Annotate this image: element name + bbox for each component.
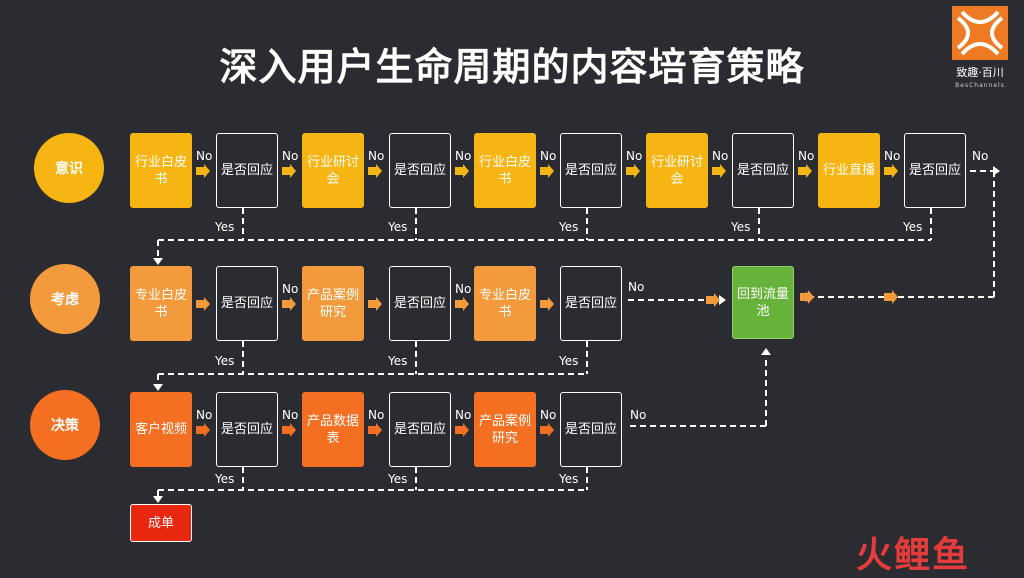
decision-box: 是否回应 (389, 392, 451, 467)
content-box: 行业白皮书 (130, 133, 192, 208)
flow-arrow-icon (540, 423, 554, 437)
no-label: No (540, 149, 557, 163)
arrow-down-icon (153, 384, 163, 391)
no-label: No (628, 280, 645, 294)
flow-arrow-icon (196, 423, 210, 437)
decision-box: 是否回应 (904, 133, 966, 208)
flow-arrow-icon (706, 293, 720, 307)
content-box: 专业白皮书 (130, 266, 192, 341)
logo-subtitle: BesChannels (955, 82, 1005, 89)
arrow-right-icon (719, 295, 726, 305)
content-box: 产品案例研究 (302, 266, 364, 341)
no-label: No (630, 408, 647, 422)
yes-label: Yes (559, 472, 579, 486)
no-label: No (798, 149, 815, 163)
content-box: 产品数据表 (302, 392, 364, 467)
flow-arrow-icon (798, 164, 812, 178)
no-label: No (196, 149, 213, 163)
stage-decision: 决策 (30, 390, 100, 460)
content-box: 行业研讨会 (646, 133, 708, 208)
watermark: 火鲤鱼 (856, 535, 971, 576)
no-label: No (455, 408, 472, 422)
yes-label: Yes (731, 220, 751, 234)
stage-consideration: 考虑 (30, 264, 100, 334)
flow-arrow-icon (884, 164, 898, 178)
decision-box: 是否回应 (560, 266, 622, 341)
logo-name: 致趣·百川 (956, 66, 1004, 79)
decision-box: 是否回应 (732, 133, 794, 208)
decision-box: 是否回应 (389, 266, 451, 341)
flow-arrow-icon (282, 297, 296, 311)
traffic-pool-box: 回到流量池 (732, 266, 794, 339)
flow-arrow-icon (282, 164, 296, 178)
flow-arrow-icon (455, 164, 469, 178)
decision-box: 是否回应 (389, 133, 451, 208)
content-box: 行业研讨会 (302, 133, 364, 208)
flow-arrow-icon (712, 164, 726, 178)
no-label: No (540, 408, 557, 422)
decision-box: 是否回应 (216, 392, 278, 467)
no-label: No (196, 408, 213, 422)
flow-arrow-icon (196, 297, 210, 311)
no-label: No (282, 149, 299, 163)
no-label: No (282, 408, 299, 422)
no-label: No (712, 149, 729, 163)
flow-arrow-icon (368, 297, 382, 311)
arrow-down-icon (153, 496, 163, 503)
yes-label: Yes (215, 220, 235, 234)
flow-arrow-icon (800, 290, 814, 304)
no-label: No (884, 149, 901, 163)
decision-box: 是否回应 (560, 133, 622, 208)
arrow-up-icon (761, 348, 771, 355)
content-box: 客户视频 (130, 392, 192, 467)
yes-label: Yes (559, 354, 579, 368)
no-label: No (282, 282, 299, 296)
flow-arrow-icon (884, 290, 898, 304)
no-label: No (368, 149, 385, 163)
decision-box: 是否回应 (216, 133, 278, 208)
flow-arrow-icon (368, 164, 382, 178)
stage-awareness: 意识 (34, 133, 104, 203)
logo-mark-icon (952, 6, 1008, 60)
yes-label: Yes (388, 220, 408, 234)
closed-deal-box: 成单 (130, 504, 192, 542)
content-box: 行业直播 (818, 133, 880, 208)
brand-logo: 致趣·百川 BesChannels (948, 6, 1012, 90)
no-label: No (455, 149, 472, 163)
flow-arrow-icon (455, 423, 469, 437)
yes-label: Yes (388, 354, 408, 368)
no-label: No (368, 408, 385, 422)
flow-arrow-icon (455, 297, 469, 311)
yes-label: Yes (388, 472, 408, 486)
flow-arrow-icon (626, 164, 640, 178)
flow-arrow-icon (540, 164, 554, 178)
flow-arrow-icon (368, 423, 382, 437)
decision-box: 是否回应 (216, 266, 278, 341)
yes-label: Yes (559, 220, 579, 234)
flow-arrow-icon (282, 423, 296, 437)
no-label: No (972, 149, 989, 163)
arrow-down-icon (153, 258, 163, 265)
yes-label: Yes (215, 354, 235, 368)
no-label: No (626, 149, 643, 163)
decision-box: 是否回应 (560, 392, 622, 467)
content-box: 产品案例研究 (474, 392, 536, 467)
yes-label: Yes (215, 472, 235, 486)
no-label: No (455, 282, 472, 296)
content-box: 行业白皮书 (474, 133, 536, 208)
flow-arrow-icon (540, 297, 554, 311)
page-title: 深入用户生命周期的内容培育策略 (219, 45, 805, 89)
content-box: 专业白皮书 (474, 266, 536, 341)
flow-arrow-icon (196, 164, 210, 178)
yes-label: Yes (903, 220, 923, 234)
